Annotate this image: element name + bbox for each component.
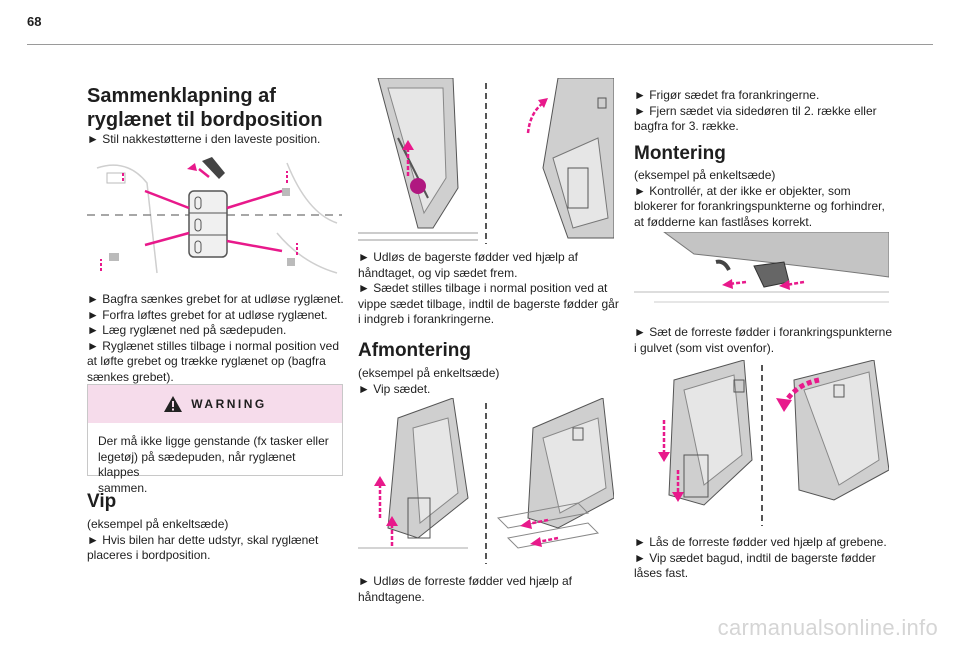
step-line: låses fast. — [634, 566, 689, 580]
step-line: bagfra for 3. række. — [634, 119, 739, 133]
title-line-1: Sammenklapning af — [87, 85, 276, 107]
step-line: ► Sæt de forreste fødder i forankringspu… — [634, 325, 892, 339]
warning-triangle-icon — [164, 396, 183, 412]
step-line: ► Frigør sædet fra forankringerne. — [634, 88, 820, 102]
release-front-feet-text: ► Udløs de forreste fødder ved hjælp af … — [358, 574, 618, 605]
section-title-montering: Montering — [634, 143, 726, 164]
step-line: ► Bagfra sænkes grebet for at udløse ryg… — [87, 292, 344, 306]
mont-line: blokerer for forankringspunkterne og for… — [634, 199, 885, 213]
section-title-afmontering: Afmontering — [358, 340, 471, 361]
warning-header: WARNING — [88, 385, 342, 423]
step-line: i gulvet (som vist ovenfor). — [634, 340, 775, 355]
step-line: ► Læg ryglænet ned på sædepuden. — [87, 323, 287, 337]
anchorage-points-figure — [634, 232, 889, 314]
step-line: håndtagene. — [358, 589, 425, 604]
seatback-steps: ► Bagfra sænkes grebet for at udløse ryg… — [87, 292, 347, 385]
afm-line: ► Vip sædet. — [358, 381, 431, 396]
step-line: i indgreb i forankringerne. — [358, 312, 495, 326]
mont-line: ► Kontrollér, at der ikke er objekter, s… — [634, 183, 851, 198]
release-front-feet-figure — [358, 398, 614, 564]
step-line: at løfte grebet og trække ryglænet op (b… — [87, 354, 326, 368]
section-title-vip: Vip — [87, 491, 117, 512]
lock-front-feet-figure — [634, 360, 889, 526]
step-line: ► Sædet stilles tilbage i normal positio… — [358, 281, 608, 295]
warning-text: Der må ikke ligge genstande (fx tasker e… — [88, 423, 342, 506]
warning-line: legetøj) på sædepuden, når ryglænet klap… — [98, 449, 296, 480]
step-line: ► Fjern sædet via sidedøren til 2. række… — [634, 103, 877, 118]
step-headrests: ► Stil nakkestøtterne i den laveste posi… — [87, 132, 321, 146]
vip-line: ► Hvis bilen har dette udstyr, skal rygl… — [87, 532, 319, 547]
step-line: ► Lås de forreste fødder ved hjælp af gr… — [634, 535, 887, 549]
step-line: ► Forfra løftes grebet for at udløse ryg… — [87, 307, 328, 322]
afmontering-text: (eksempel på enkeltsæde) ► Vip sædet. — [358, 366, 618, 397]
vip-line: (eksempel på enkeltsæde) — [87, 517, 229, 531]
warning-line: Der må ikke ligge genstande (fx tasker e… — [98, 434, 329, 448]
step-line: ► Udløs de forreste fødder ved hjælp af — [358, 574, 572, 588]
warning-box: WARNING Der må ikke ligge genstande (fx … — [87, 384, 343, 495]
step-line: vippe sædet tilbage, indtil de bagerste … — [358, 296, 619, 311]
lock-feet-text: ► Lås de forreste fødder ved hjælp af gr… — [634, 535, 896, 582]
watermark: carmanualsonline.info — [717, 615, 938, 640]
remove-seat-text: ► Frigør sædet fra forankringerne. ► Fje… — [634, 88, 894, 135]
seatback-release-figure — [87, 153, 342, 287]
warning-line: sammen. — [98, 480, 148, 495]
afm-line: (eksempel på enkeltsæde) — [358, 366, 500, 380]
page-number: 68 — [27, 14, 42, 29]
tip-seat-text: ► Udløs de bagerste fødder ved hjælp af … — [358, 250, 620, 328]
header-rule — [27, 44, 933, 45]
vip-line: placeres i bordposition. — [87, 548, 211, 562]
insert-front-feet-text: ► Sæt de forreste fødder i forankringspu… — [634, 325, 896, 356]
mont-line: (eksempel på enkeltsæde) — [634, 168, 776, 182]
vip-text: (eksempel på enkeltsæde) ► Hvis bilen ha… — [87, 517, 347, 564]
tip-seat-figure — [358, 78, 614, 244]
mont-line: at fødderne kan fastlåses korrekt. — [634, 214, 813, 229]
step-line: ► Udløs de bagerste fødder ved hjælp af — [358, 250, 578, 264]
montering-text: (eksempel på enkeltsæde) ► Kontrollér, a… — [634, 168, 896, 230]
title-line-2: ryglænet til bordposition — [87, 109, 323, 131]
section-title-sammenklapning: Sammenklapning af ryglænet til bordposit… — [87, 84, 342, 132]
step-line: håndtaget, og vip sædet frem. — [358, 265, 518, 280]
step-line: ► Vip sædet bagud, indtil de bagerste fø… — [634, 550, 876, 565]
step-line: sænkes grebet). — [87, 369, 174, 384]
warning-title: WARNING — [191, 397, 267, 411]
step-line: ► Ryglænet stilles tilbage i normal posi… — [87, 338, 339, 353]
